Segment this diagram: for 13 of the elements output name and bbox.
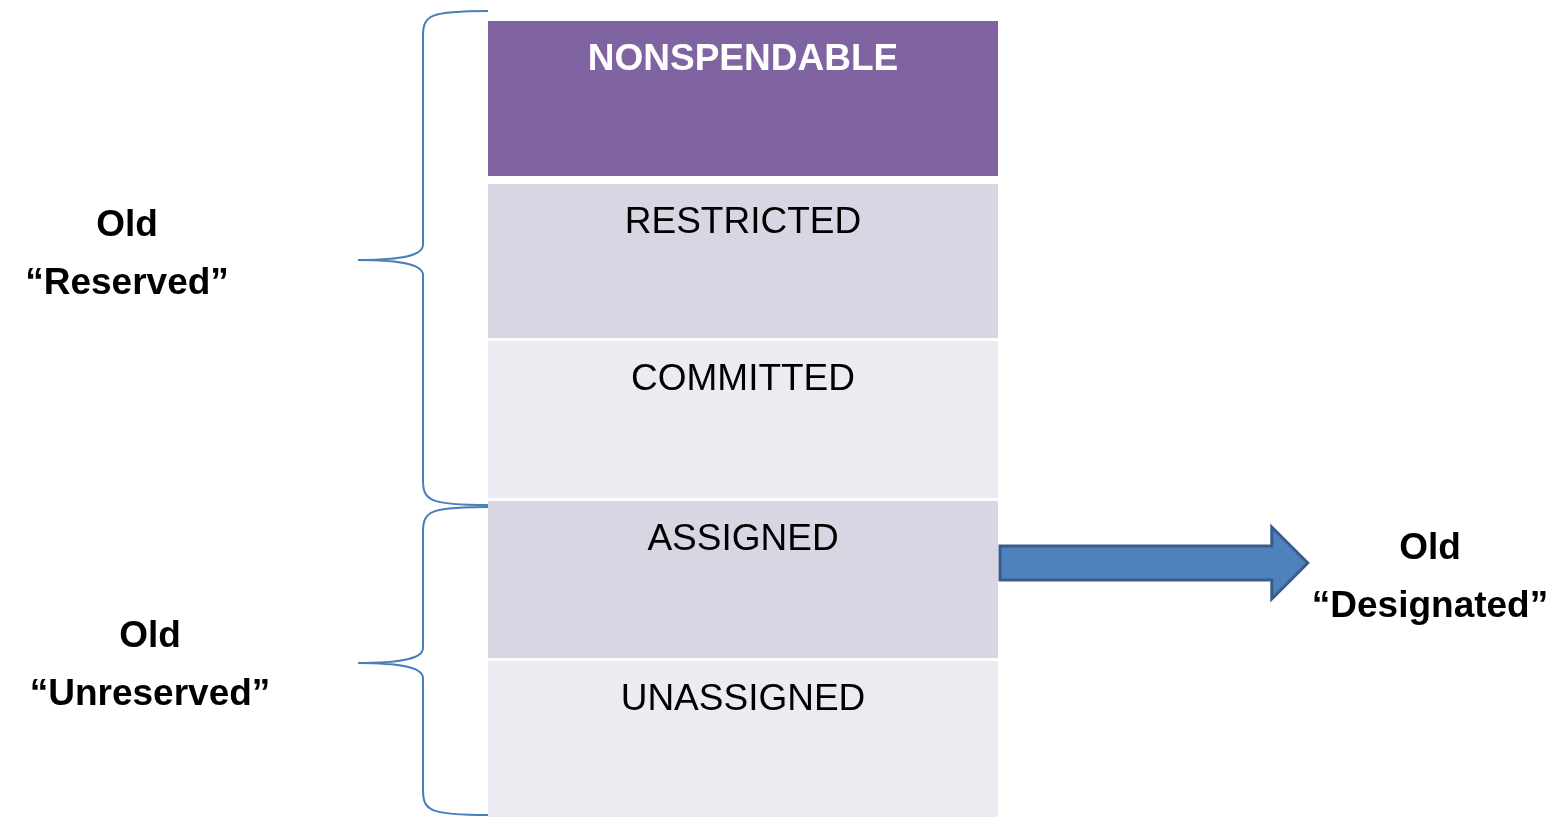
category-band — [488, 661, 998, 817]
band-label: COMMITTED — [630, 357, 856, 399]
category-band — [488, 184, 998, 338]
category-band — [488, 21, 998, 176]
band-label: UNASSIGNED — [619, 677, 867, 719]
band-label: ASSIGNED — [646, 517, 840, 559]
band-label: RESTRICTED — [623, 200, 863, 242]
category-text: Old “Designated” — [1311, 518, 1549, 634]
band-label: NONSPENDABLE — [586, 37, 900, 79]
category-band — [488, 501, 998, 658]
group-label: Old “Reserved” — [25, 202, 229, 304]
block-arrow — [998, 523, 1310, 603]
group-label: Old “Unreserved” — [29, 613, 271, 715]
